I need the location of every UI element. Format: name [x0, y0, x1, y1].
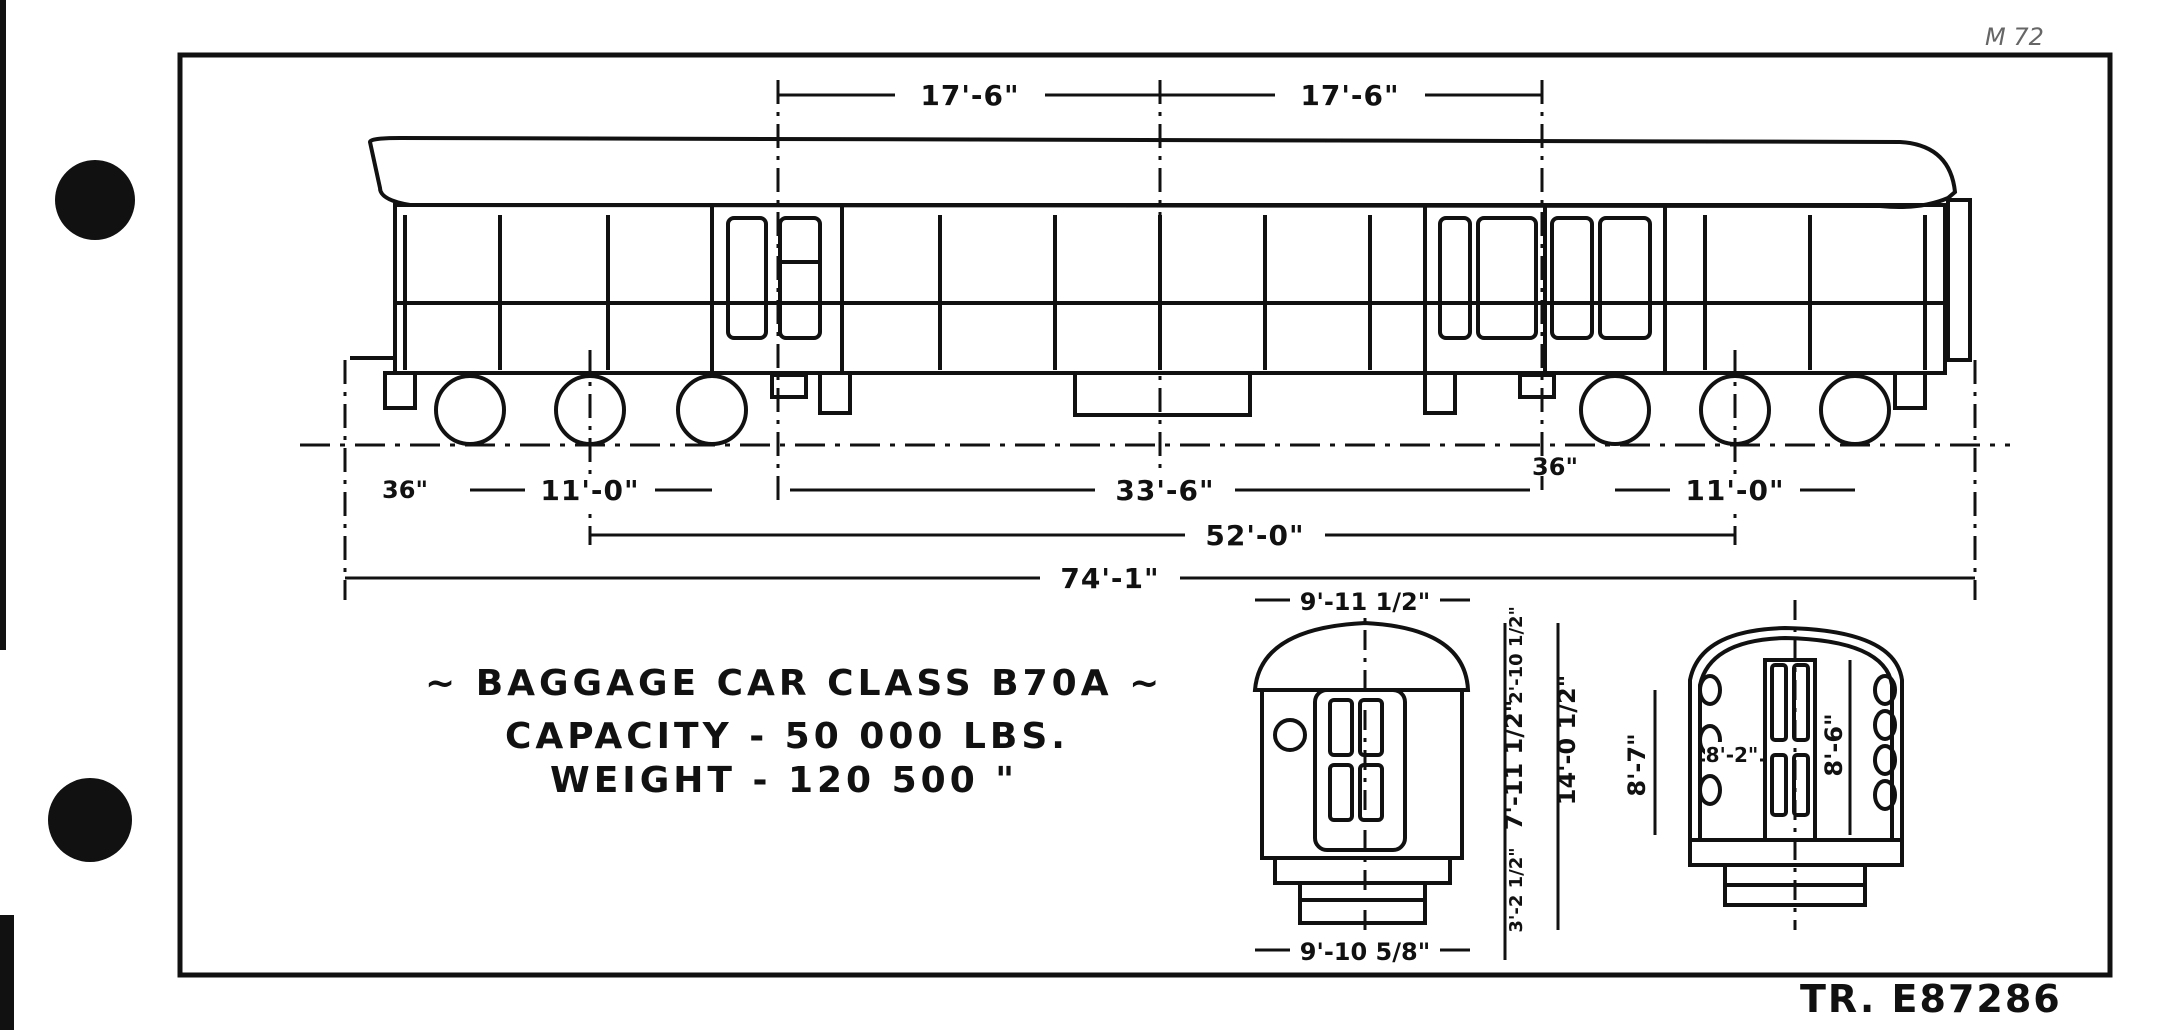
drawing-reference: TR. E87286 — [1800, 977, 2062, 1021]
end-view-width-bottom: 9'-10 5/8" — [1300, 938, 1430, 966]
end-view-body-height: 7'-11 1/2" — [1500, 700, 1528, 830]
end-view-roof-height: 2'-10 1/2" — [1506, 606, 1527, 704]
title-weight: WEIGHT - 120 500 " — [550, 760, 1018, 801]
dim-overall-length: 74'-1" — [1060, 562, 1159, 595]
end-view-width-top: 9'-11 1/2" — [1300, 588, 1430, 616]
dim-truck-wheelbase-left: 11'-0" — [540, 474, 639, 507]
end-view-total-height: 14'-0 1/2" — [1553, 675, 1581, 805]
punch-holes — [0, 0, 135, 1030]
dimension-lines — [300, 80, 2010, 600]
dim-truck-wheelbase-right: 11'-0" — [1685, 474, 1784, 507]
dim-wheel-diameter-right: 36" — [1532, 453, 1578, 481]
corner-note: M 72 — [1985, 23, 2044, 51]
end-view-floor-height: 3'-2 1/2" — [1506, 847, 1527, 932]
dim-truck-centers: 52'-0" — [1205, 519, 1304, 552]
section-side-height: 8'-7" — [1623, 733, 1651, 796]
side-elevation — [350, 135, 1972, 446]
end-view — [1252, 620, 1471, 925]
section-inner-width: 8'-2" — [1706, 743, 1759, 767]
dim-door-spacing-right: 17'-6" — [1300, 79, 1399, 112]
title-class: ~ BAGGAGE CAR CLASS B70A ~ — [425, 663, 1163, 704]
dim-door-spacing-left: 17'-6" — [920, 79, 1019, 112]
dim-door-centers: 33'-6" — [1115, 474, 1214, 507]
title-capacity: CAPACITY - 50 000 LBS. — [505, 716, 1069, 757]
dim-wheel-diameter-left: 36" — [382, 476, 428, 504]
section-inner-height: 8'-6" — [1820, 713, 1848, 776]
drawing-frame — [177, 52, 2113, 978]
